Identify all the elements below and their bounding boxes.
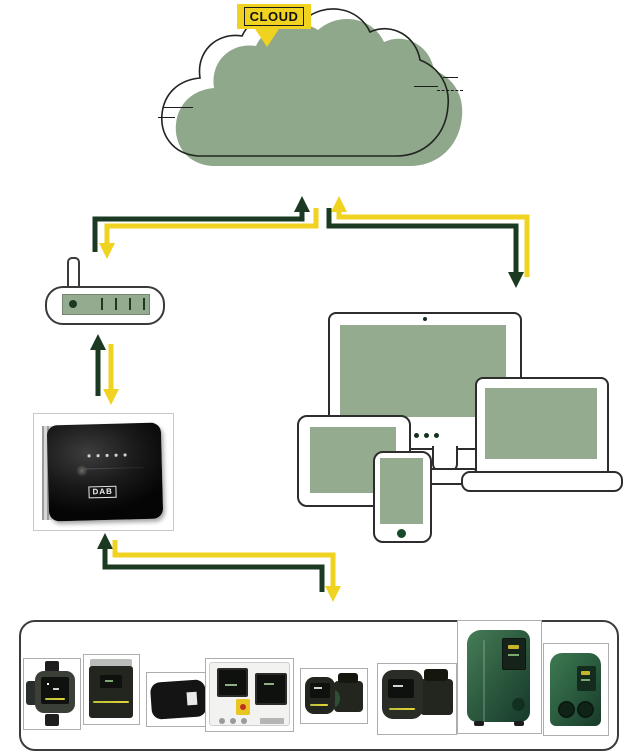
smartphone-icon xyxy=(373,451,432,543)
monitor-button-dot xyxy=(414,433,419,438)
display-dot xyxy=(314,687,322,689)
dconnect-box-body: DAB xyxy=(46,422,164,522)
display-dot xyxy=(508,654,519,656)
sketch-dash xyxy=(437,90,463,91)
booster-port xyxy=(577,701,594,718)
booster-body xyxy=(550,653,601,726)
wifi-router-icon xyxy=(45,286,165,325)
product-circulator-pump xyxy=(23,658,81,730)
switch-knob xyxy=(240,704,246,710)
box-mount-bracket xyxy=(42,426,52,520)
panel-display-right xyxy=(255,673,287,705)
display-dot xyxy=(264,683,274,685)
booster-display xyxy=(577,666,596,691)
router-panel xyxy=(62,294,150,315)
booster-foot xyxy=(474,721,484,726)
booster-foot xyxy=(514,721,524,726)
product-booster-pump-small xyxy=(543,643,609,736)
inverter-label xyxy=(186,691,198,706)
sketch-dash xyxy=(163,107,193,108)
display-dot xyxy=(581,679,590,681)
inverter-heatsink xyxy=(90,659,132,667)
arrow-cloud-to-router xyxy=(99,208,319,259)
pump-display xyxy=(388,679,414,698)
inverter-accent xyxy=(93,701,129,703)
cable-gland xyxy=(219,718,225,724)
pump-head xyxy=(35,671,75,713)
pump-display xyxy=(41,677,69,704)
arrow-devices-to-cloud xyxy=(330,196,530,277)
booster-port xyxy=(558,701,575,718)
arrow-cloud-to-devices xyxy=(326,208,525,288)
arrow-products-to-box xyxy=(96,533,325,592)
inverter-display xyxy=(100,675,122,688)
booster-body xyxy=(467,630,530,724)
box-led-glow xyxy=(75,464,89,477)
box-detail-line xyxy=(79,466,144,470)
pump-fitting xyxy=(45,714,59,726)
product-motor-inverter xyxy=(146,672,212,727)
product-control-panel xyxy=(205,658,294,732)
cable-gland xyxy=(230,718,236,724)
pump-accent xyxy=(310,704,328,706)
panel-switch xyxy=(236,699,250,715)
pump-accent xyxy=(389,708,415,710)
product-wall-inverter xyxy=(83,654,140,725)
display-dot xyxy=(393,685,403,687)
sketch-dash xyxy=(158,117,175,118)
cloud-icon xyxy=(161,8,463,167)
arrow-router-to-cloud xyxy=(92,196,310,252)
dconnect-box-photo: DAB xyxy=(33,413,174,531)
pump-display xyxy=(310,683,330,698)
product-booster-pump-tall xyxy=(457,620,542,734)
display-accent xyxy=(45,698,65,700)
pump-fitting xyxy=(45,661,59,672)
router-antenna xyxy=(67,257,80,291)
pump-head xyxy=(305,677,335,714)
laptop-screen xyxy=(485,388,597,459)
display-accent xyxy=(581,671,590,675)
router-tick xyxy=(101,298,103,310)
pump-cap xyxy=(338,673,358,683)
laptop-icon xyxy=(475,377,609,478)
display-dot xyxy=(47,683,49,685)
booster-port xyxy=(512,698,525,711)
pump-cap xyxy=(424,669,448,681)
smartphone-home-button xyxy=(397,529,406,538)
cable-gland xyxy=(241,718,247,724)
cloud-label-tag: CLOUD xyxy=(237,4,311,29)
monitor-camera-dot xyxy=(423,317,427,321)
sketch-dash xyxy=(414,86,438,87)
cloud-fill xyxy=(175,18,463,167)
monitor-button-dot xyxy=(434,433,439,438)
laptop-base xyxy=(461,471,623,492)
panel-enclosure xyxy=(209,662,290,726)
booster-seam xyxy=(483,640,485,724)
cloud-label: CLOUD xyxy=(243,7,305,26)
pump-body xyxy=(420,679,453,715)
terminal-strip xyxy=(260,718,284,724)
panel-display-left xyxy=(217,668,248,697)
booster-display xyxy=(502,638,526,670)
display-accent xyxy=(508,645,519,649)
pump-head xyxy=(382,670,423,719)
product-inline-pump-large xyxy=(377,663,457,735)
smartphone-screen xyxy=(380,458,423,524)
box-led-row xyxy=(87,453,134,458)
sketch-dash xyxy=(443,77,458,78)
router-tick xyxy=(129,298,131,310)
product-inline-pump-small xyxy=(300,668,368,724)
router-led xyxy=(69,300,77,308)
inverter-body xyxy=(89,666,133,718)
display-dot xyxy=(105,680,113,682)
display-dot xyxy=(225,684,237,686)
monitor-button-dot xyxy=(424,433,429,438)
display-dot xyxy=(53,688,59,690)
dab-logo: DAB xyxy=(88,485,118,499)
router-tick xyxy=(143,298,145,310)
inverter-blob xyxy=(149,679,208,720)
arrow-box-to-products xyxy=(112,540,342,602)
router-tick xyxy=(115,298,117,310)
